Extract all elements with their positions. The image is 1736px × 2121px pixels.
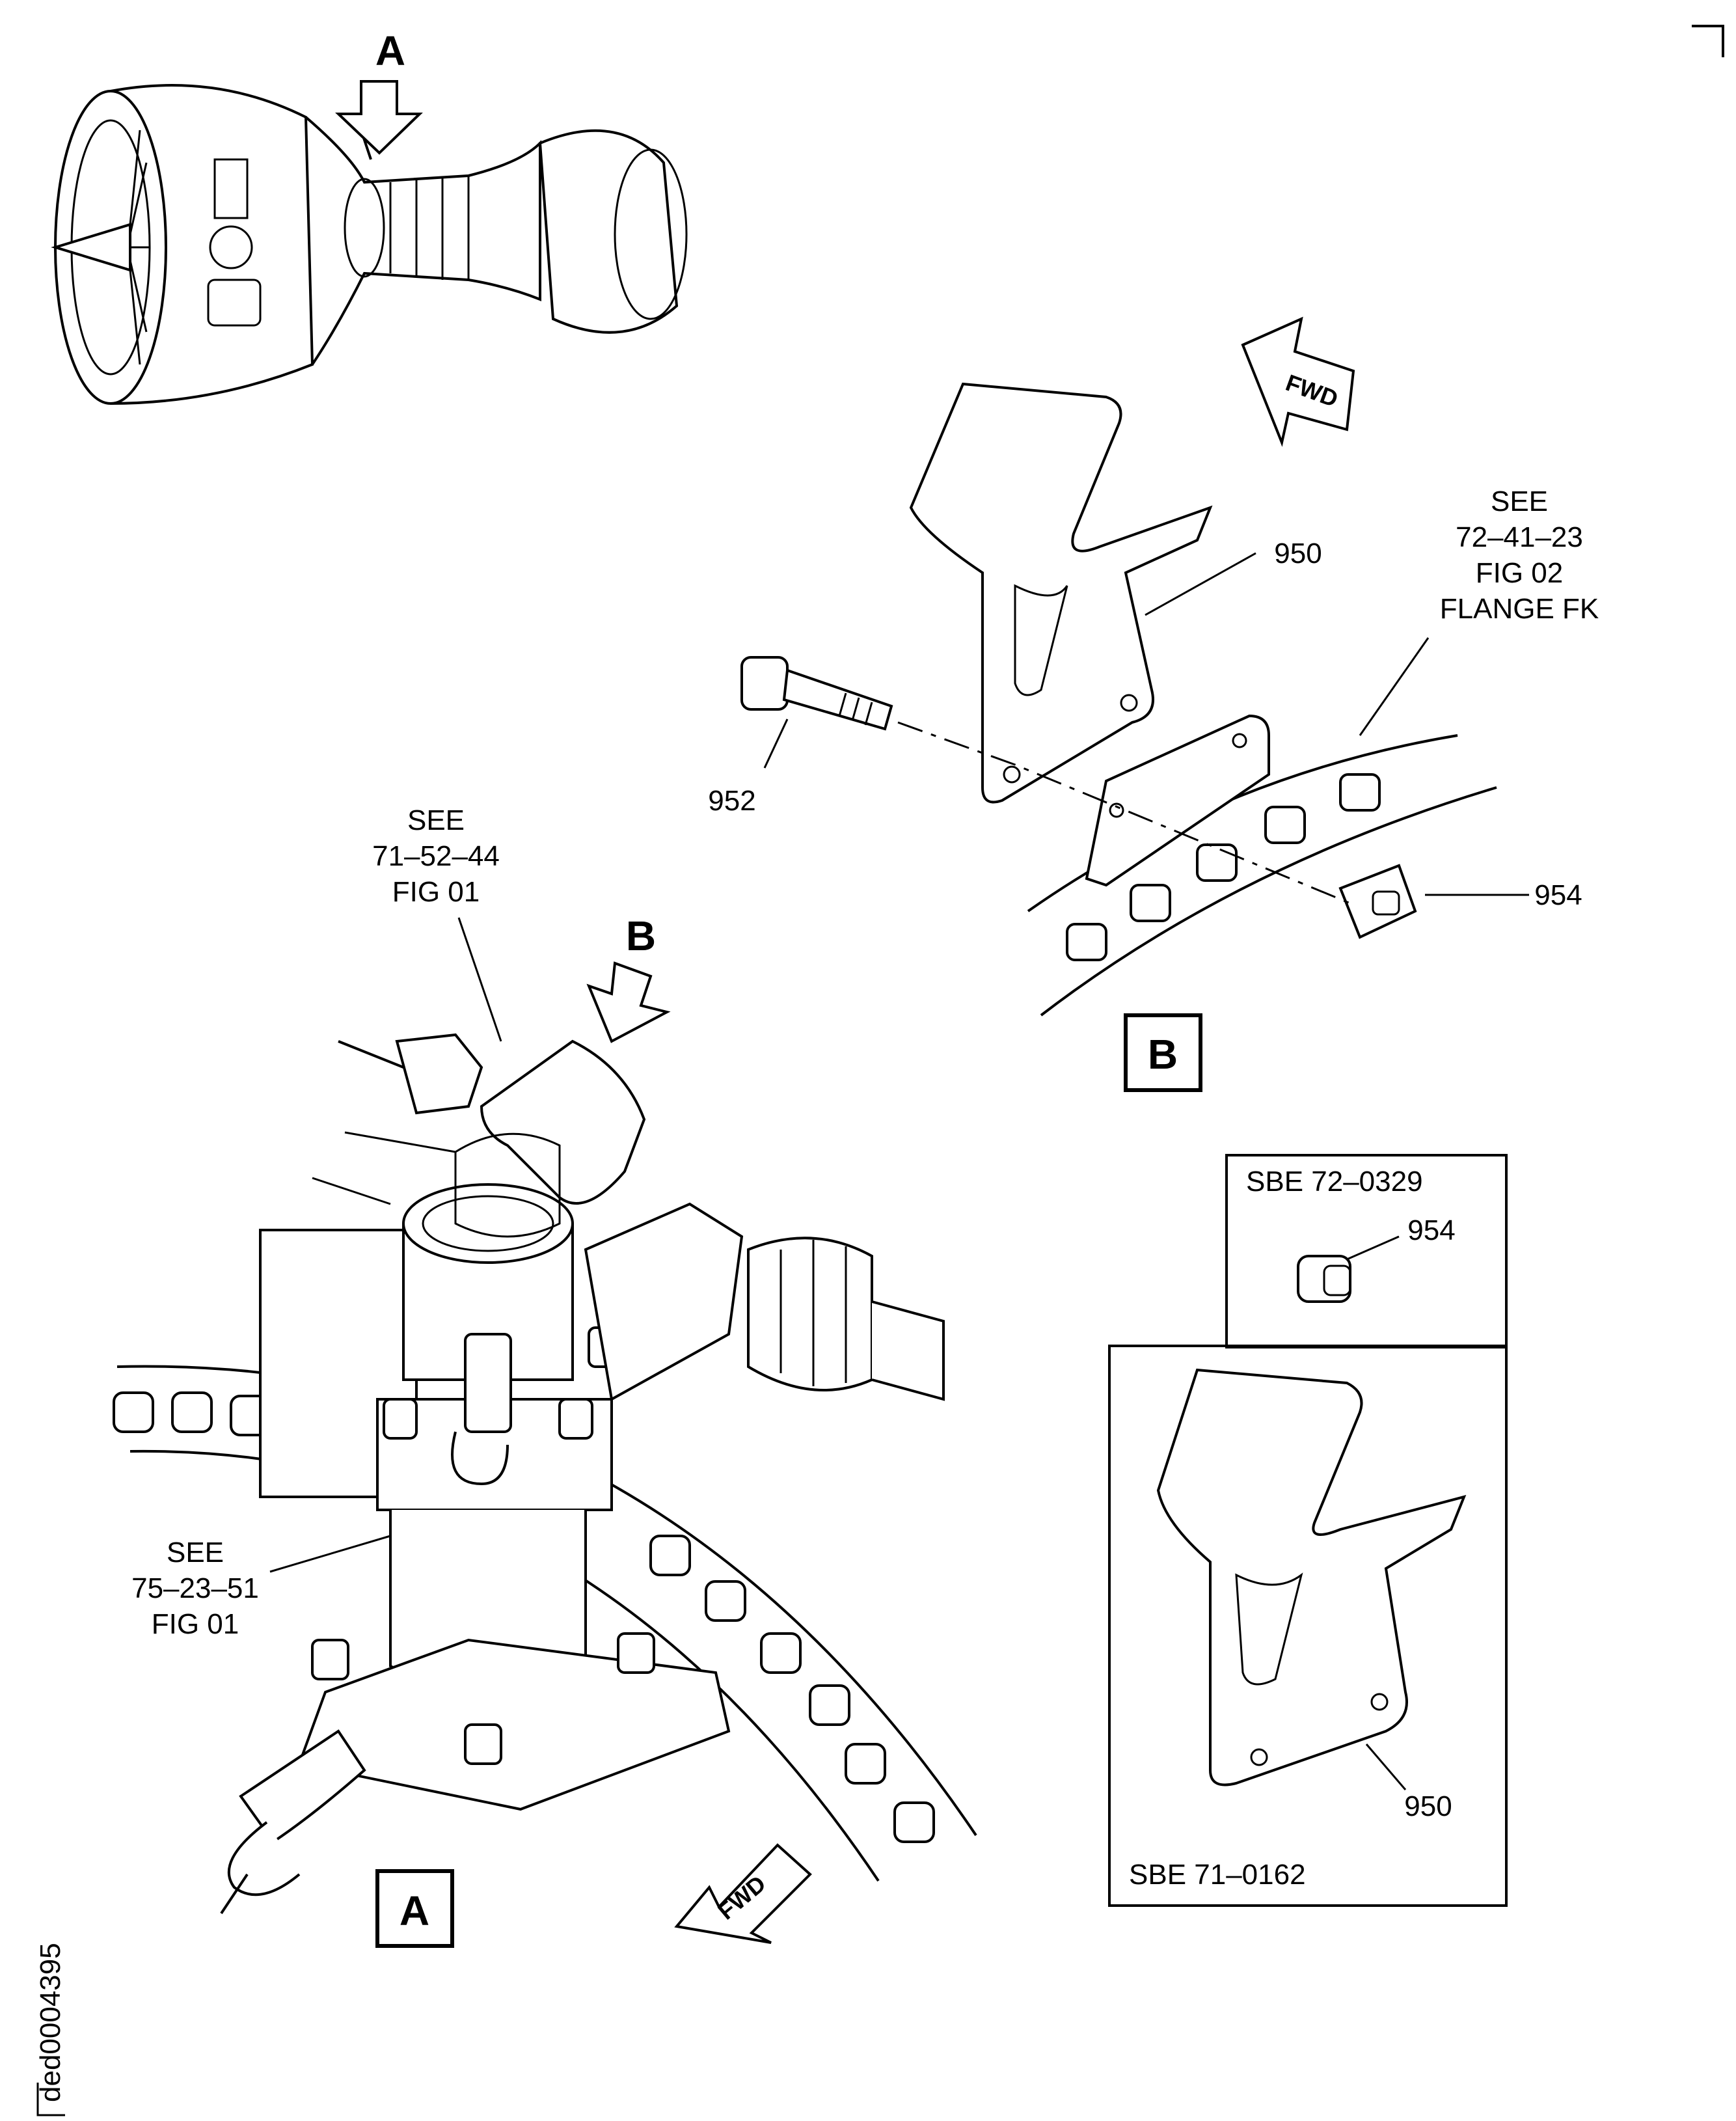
see-ref-71-52-44: SEE 71–52–44 FIG 01 xyxy=(372,804,500,908)
svg-text:71–52–44: 71–52–44 xyxy=(372,840,500,872)
engine-overview xyxy=(51,84,688,405)
crop-mark-top-right xyxy=(1692,25,1724,57)
part-954-label: 954 xyxy=(1534,879,1582,911)
see-ref-72-41-23: SEE 72–41–23 FIG 02 FLANGE FK xyxy=(1440,486,1599,625)
svg-text:FIG 01: FIG 01 xyxy=(152,1608,239,1640)
svg-text:75–23–51: 75–23–51 xyxy=(131,1572,259,1604)
detail-b-leaders xyxy=(763,552,1529,896)
callout-a-label: A xyxy=(375,27,405,74)
detail-a-leaders xyxy=(269,917,502,1573)
svg-text:FIG 01: FIG 01 xyxy=(392,876,480,908)
part-950-label: 950 xyxy=(1274,538,1322,569)
detail-a-box-label: A xyxy=(375,1869,454,1948)
fwd-arrow-bottom: FWD xyxy=(674,1843,812,1944)
svg-text:A: A xyxy=(400,1887,429,1934)
inset-sbe-panel: SBE 72–0329 954 950 SBE 71–0162 xyxy=(1108,1154,1508,1907)
detail-b-assembly xyxy=(740,382,1497,1017)
svg-text:SEE: SEE xyxy=(167,1537,224,1568)
inset-part-950-label: 950 xyxy=(1404,1790,1452,1822)
view-a-arrow: A xyxy=(335,27,423,155)
svg-text:FLANGE FK: FLANGE FK xyxy=(1440,593,1599,625)
see-ref-75-23-51: SEE 75–23–51 FIG 01 xyxy=(131,1537,259,1640)
detail-b-box-label: B xyxy=(1124,1013,1202,1092)
detail-a-assembly xyxy=(113,1033,977,1915)
callout-b-label: B xyxy=(626,912,656,959)
svg-text:72–41–23: 72–41–23 xyxy=(1456,521,1583,553)
sbe-71-0162-label: SBE 71–0162 xyxy=(1129,1859,1306,1891)
sbe-72-0329-label: SBE 72–0329 xyxy=(1246,1166,1423,1197)
inset-part-954-label: 954 xyxy=(1407,1214,1455,1246)
svg-text:B: B xyxy=(1148,1031,1178,1078)
drawing-id: ded0004395 xyxy=(34,1943,66,2116)
part-952-label: 952 xyxy=(708,785,755,817)
svg-text:SEE: SEE xyxy=(407,804,465,836)
svg-text:ded0004395: ded0004395 xyxy=(34,1943,66,2102)
svg-text:SEE: SEE xyxy=(1491,486,1548,517)
svg-text:FIG 02: FIG 02 xyxy=(1476,557,1564,589)
view-b-arrow: B xyxy=(586,912,671,1043)
fwd-arrow-top: FWD xyxy=(1241,316,1355,447)
